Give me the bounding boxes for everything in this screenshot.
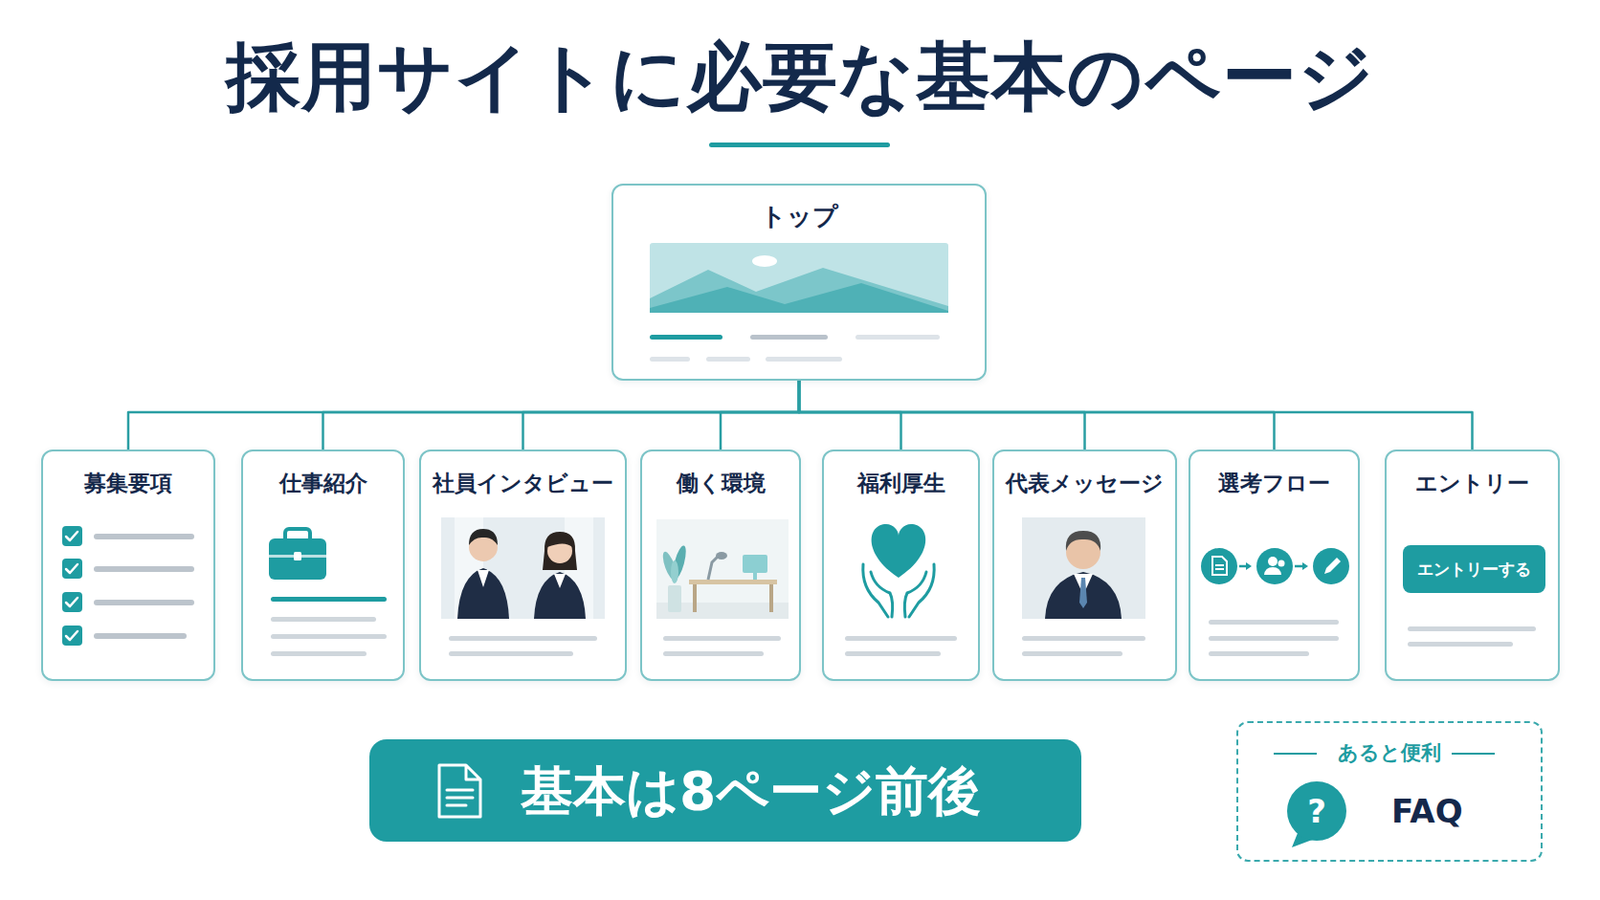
box-label: トップ [760,200,839,232]
box-label: 基本は8ページ前後 [520,759,981,823]
box-label: 募集要項 [84,468,173,498]
box-label: 仕事紹介 [279,468,368,498]
box-label: 社員インタビュー [432,468,614,498]
box-text: FAQ [1391,792,1464,831]
heading-rules [1273,753,1495,756]
box-label: 代表メッセージ [1005,468,1164,498]
box-label: エントリー [1415,468,1530,498]
interview-photo [441,517,605,657]
document-icon [439,765,481,818]
box-label: 福利厚生 [857,468,946,498]
tree-connector [720,380,800,450]
question-bubble [1287,781,1347,848]
checklist-icon [62,526,195,646]
tree-connector [323,380,800,450]
box-label: エントリーする [1417,558,1532,580]
tree-connector [799,380,902,450]
tree-connector [523,380,800,450]
text-placeholder-lines [1407,626,1536,647]
tree-connector [799,380,1086,450]
box-label: 働く環境 [676,468,766,498]
optional-box: あると便利 FAQ [1236,721,1543,863]
selection-flow-icons [1200,548,1350,657]
title: 採用サイトに必要な基本のページ [0,30,1600,123]
summary-band: 基本は8ページ前後 [369,739,1082,843]
text-placeholder-lines [649,334,940,362]
entry-button: エントリーする [1402,545,1546,594]
question-mark: ? [1307,792,1327,831]
office-photo [656,519,789,657]
box-label: 選考フロー [1218,468,1331,498]
heart-hands-icon [844,524,957,657]
title-underline [709,142,890,148]
tree-connector [799,380,1473,450]
tree-connector [128,380,800,450]
hero-image [649,243,949,313]
box-label: あると便利 [1238,740,1541,766]
briefcase-icon [268,529,387,657]
ceo-photo [1022,517,1146,657]
tree-connector [799,380,1275,450]
